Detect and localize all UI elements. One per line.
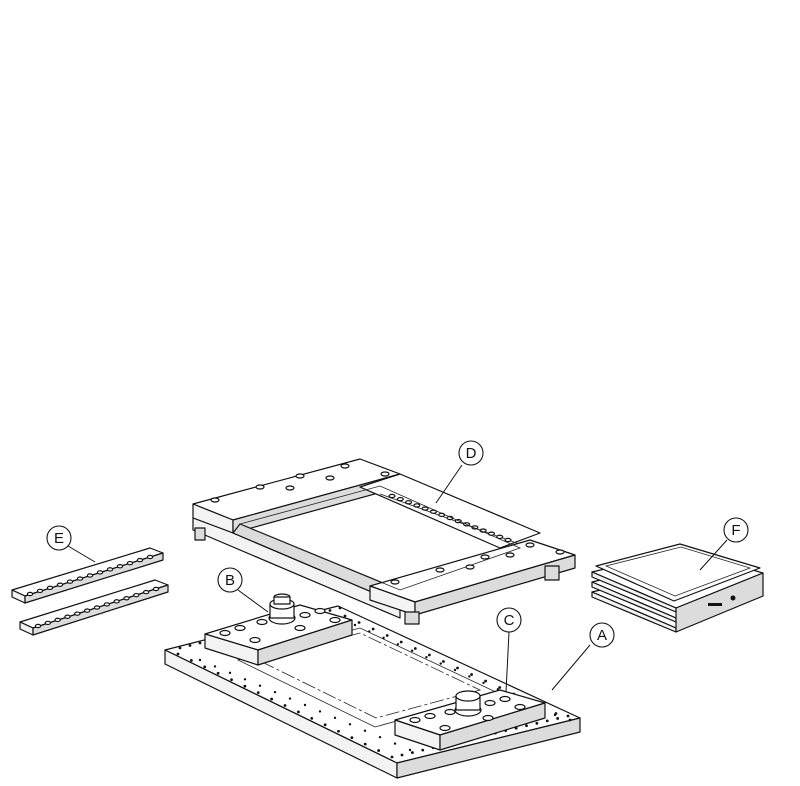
callout-f-label: F: [731, 522, 740, 539]
clamp-module-b: [204, 593, 353, 666]
callout-e-label: E: [54, 530, 64, 547]
callout-d: D: [435, 440, 484, 504]
clamp-module-c: [394, 689, 546, 751]
callout-a-label: A: [597, 627, 607, 644]
callout-b: B: [217, 567, 269, 613]
callout-a: A: [551, 622, 615, 691]
callout-d-label: D: [466, 445, 477, 462]
callout-e: E: [46, 525, 96, 563]
callout-b-label: B: [225, 572, 235, 589]
frame-d: [192, 458, 576, 625]
callout-f: F: [699, 517, 749, 571]
callout-c: C: [496, 607, 522, 693]
bars-e: [11, 547, 169, 636]
callout-c-label: C: [504, 612, 515, 629]
plates-f: [591, 543, 764, 633]
